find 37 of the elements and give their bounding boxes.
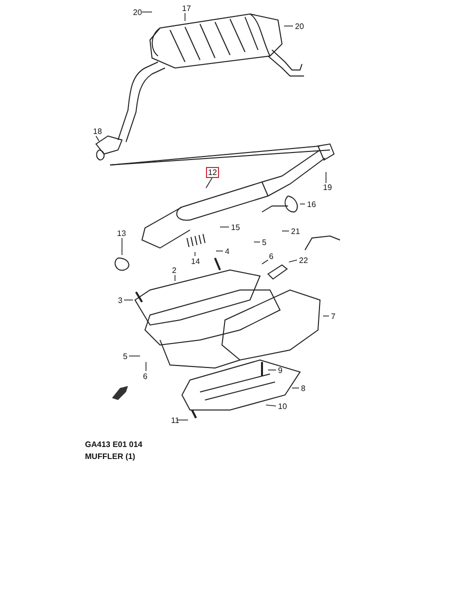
- callout-number: 4: [224, 247, 230, 256]
- leader-line: [184, 12, 186, 22]
- callout-number: 15: [230, 223, 241, 232]
- callout-number: 16: [306, 200, 317, 209]
- callout-number: 6: [268, 252, 274, 261]
- callout-number: 8: [300, 384, 306, 393]
- callout-number: 14: [190, 257, 201, 266]
- leader-line: [174, 274, 176, 282]
- callout-number: 21: [290, 227, 301, 236]
- callout-number: 20: [132, 8, 143, 17]
- drawing-code: GA413 E01 014: [85, 440, 142, 449]
- leader-line: [262, 260, 268, 264]
- callout-number: 5: [122, 352, 128, 361]
- callout-number: 12: [206, 167, 219, 178]
- callout-number: 6: [142, 372, 148, 381]
- leader-line: [194, 252, 196, 256]
- callout-number: 20: [294, 22, 305, 31]
- leader-line: [220, 226, 230, 228]
- callout-number: 3: [117, 296, 124, 305]
- leader-line: [96, 136, 100, 142]
- callout-number: 2: [171, 266, 178, 275]
- callout-number: 5: [261, 238, 268, 247]
- leader-line: [282, 230, 290, 232]
- callout-number: 19: [322, 183, 333, 192]
- callout-number: 11: [170, 416, 180, 425]
- callout-number: 7: [330, 312, 336, 321]
- callout-number: 17: [181, 4, 192, 13]
- drawing-title: MUFFLER (1): [85, 452, 136, 461]
- leader-line: [266, 404, 276, 406]
- callout-number: 10: [277, 402, 288, 411]
- leader-line: [288, 260, 298, 262]
- leader-line: [216, 250, 224, 252]
- callout-number: 18: [92, 127, 103, 136]
- leader-line: [206, 178, 212, 188]
- callout-number: 22: [298, 256, 309, 265]
- callout-number: 9: [277, 366, 284, 375]
- callout-number: 13: [116, 229, 127, 238]
